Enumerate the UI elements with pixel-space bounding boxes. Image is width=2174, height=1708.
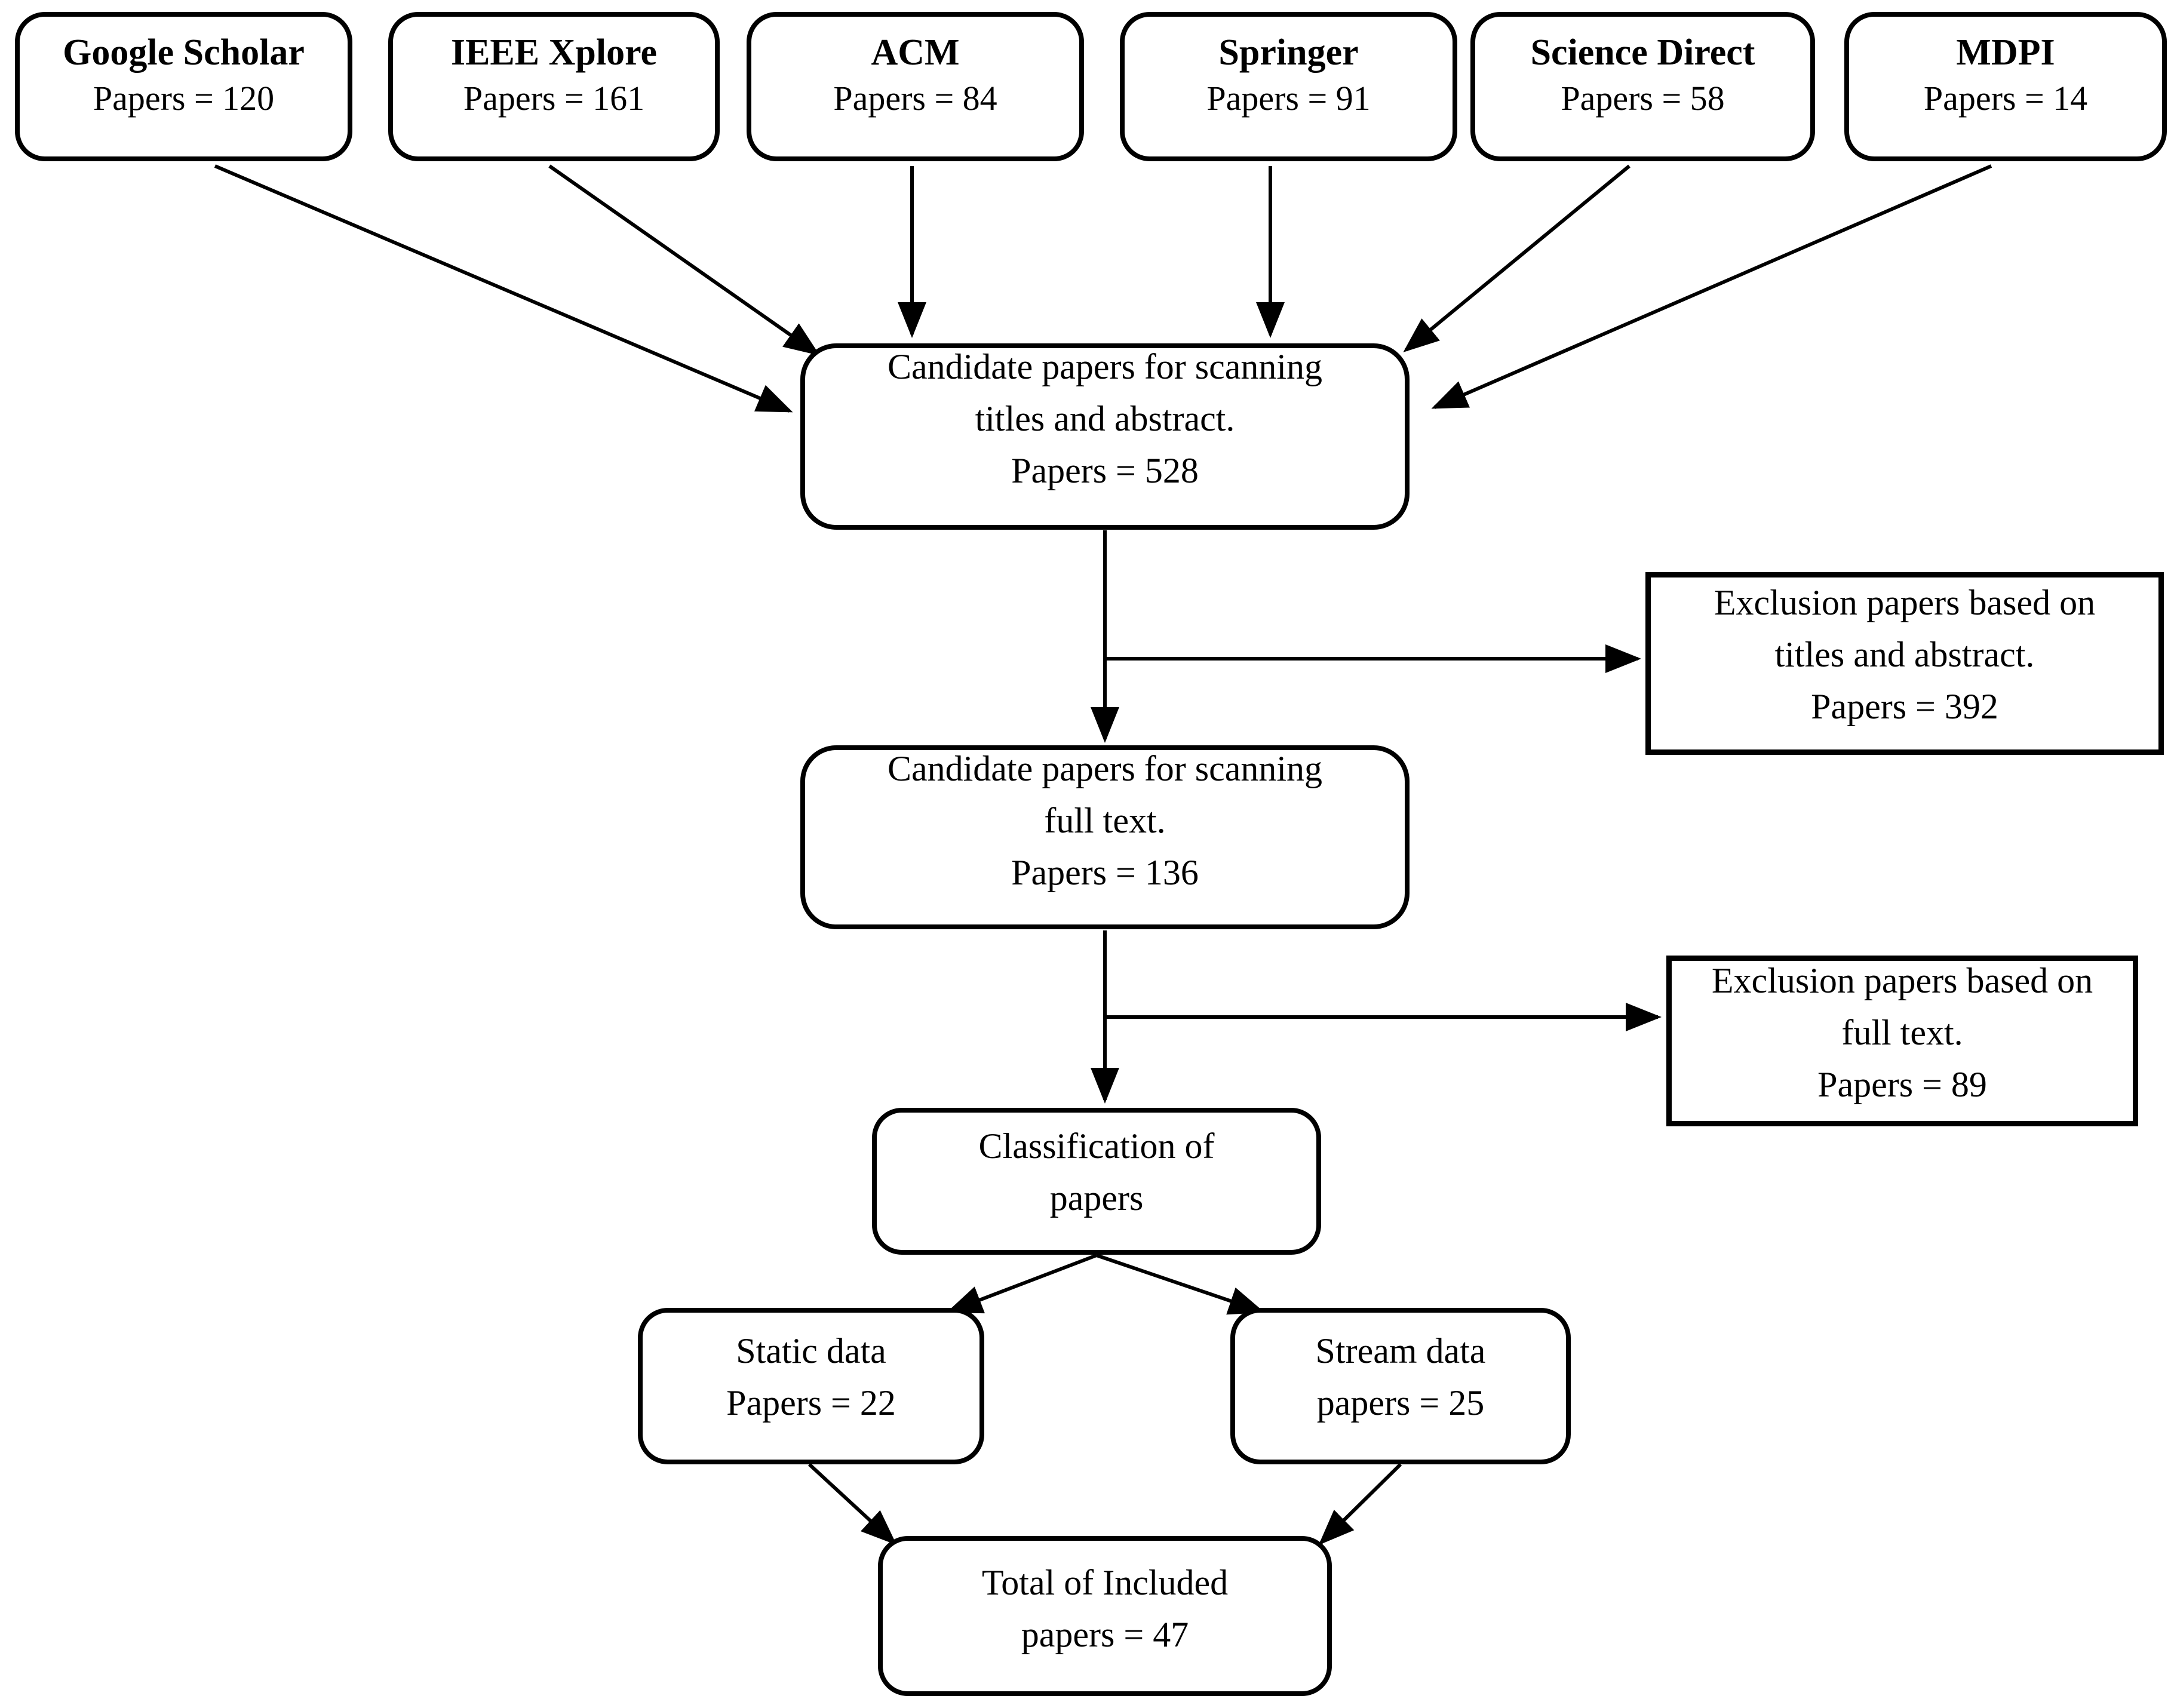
node-title: ACM xyxy=(871,32,960,73)
node-line: Papers = 392 xyxy=(1811,686,1998,726)
node-line: papers = 25 xyxy=(1316,1383,1485,1423)
node-exclusion-full-text: Exclusion papers based on full text. Pap… xyxy=(1666,956,2138,1126)
node-line: Exclusion papers based on xyxy=(1714,582,2096,622)
node-line: Papers = 22 xyxy=(726,1383,896,1423)
node-google-scholar: Google Scholar Papers = 120 xyxy=(15,12,352,161)
arrow-classification-to-stream xyxy=(1096,1254,1265,1315)
node-line: Papers = 528 xyxy=(1011,450,1199,490)
node-line: Total of Included xyxy=(981,1562,1229,1602)
node-line: titles and abstract. xyxy=(1774,634,2035,674)
node-line: Papers = 136 xyxy=(1011,853,1199,892)
node-line: titles and abstract. xyxy=(975,398,1235,438)
arrow-stream-to-total xyxy=(1318,1463,1402,1546)
node-line: papers = 47 xyxy=(1021,1614,1189,1654)
node-count: Papers = 161 xyxy=(463,79,645,118)
arrow-static-to-total xyxy=(807,1463,897,1546)
arrow-mdpi-to-candidate xyxy=(1431,164,1992,409)
arrow-classification-to-static xyxy=(946,1254,1098,1314)
node-count: Papers = 84 xyxy=(833,79,997,118)
node-mdpi: MDPI Papers = 14 xyxy=(1844,12,2167,161)
arrow-google-scholar-to-candidate xyxy=(214,164,793,413)
node-title: IEEE Xplore xyxy=(450,32,658,73)
node-count: Papers = 14 xyxy=(1923,79,2088,118)
node-title: MDPI xyxy=(1956,32,2055,73)
node-line: Papers = 89 xyxy=(1817,1064,1987,1104)
node-classification: Classification of papers xyxy=(872,1108,1321,1255)
node-total-included: Total of Included papers = 47 xyxy=(878,1536,1332,1696)
node-candidate-titles-abstract: Candidate papers for scanning titles and… xyxy=(800,343,1410,530)
node-line: full text. xyxy=(1044,801,1166,840)
node-line: full text. xyxy=(1841,1012,1963,1052)
node-stream-data: Stream data papers = 25 xyxy=(1230,1308,1571,1464)
node-count: Papers = 91 xyxy=(1206,79,1371,118)
node-line: papers xyxy=(1049,1178,1144,1218)
node-count: Papers = 120 xyxy=(93,79,275,118)
node-acm: ACM Papers = 84 xyxy=(747,12,1084,161)
node-line: Exclusion papers based on xyxy=(1711,960,2093,1000)
node-ieee-xplore: IEEE Xplore Papers = 161 xyxy=(388,12,720,161)
node-title: Springer xyxy=(1218,32,1359,73)
arrow-ieee-xplore-to-candidate xyxy=(548,164,820,356)
arrow-science-direct-to-candidate xyxy=(1403,164,1630,352)
node-title: Science Direct xyxy=(1530,32,1755,73)
node-line: Candidate papers for scanning xyxy=(887,749,1323,788)
node-title: Google Scholar xyxy=(63,32,305,73)
node-science-direct: Science Direct Papers = 58 xyxy=(1470,12,1815,161)
node-count: Papers = 58 xyxy=(1561,79,1725,118)
node-exclusion-titles-abstract: Exclusion papers based on titles and abs… xyxy=(1645,572,2164,755)
node-candidate-full-text: Candidate papers for scanning full text.… xyxy=(800,745,1410,929)
node-line: Classification of xyxy=(978,1126,1215,1166)
node-line: Static data xyxy=(736,1331,886,1371)
node-springer: Springer Papers = 91 xyxy=(1120,12,1457,161)
node-static-data: Static data Papers = 22 xyxy=(638,1308,984,1464)
node-line: Stream data xyxy=(1315,1331,1486,1371)
node-line: Candidate papers for scanning xyxy=(887,346,1323,386)
